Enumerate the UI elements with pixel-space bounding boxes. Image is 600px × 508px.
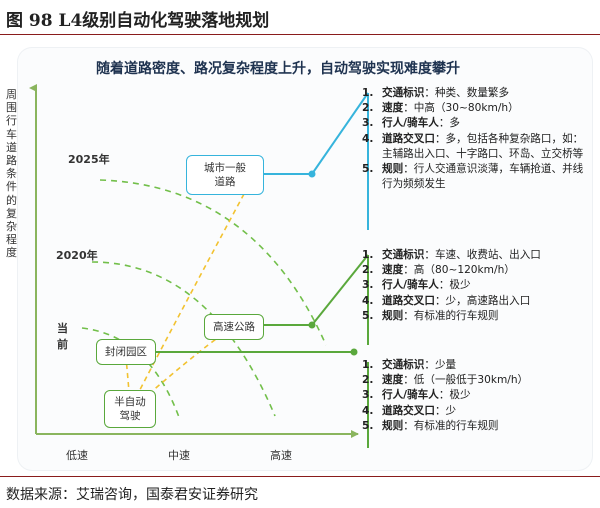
attr-highway-3: 3.行人/骑车人：极少 (362, 279, 471, 292)
attr-park-1: 1.交通标识：少量 (362, 359, 457, 371)
level-2025: 2025年 (68, 153, 110, 166)
y-axis-label: 周围行车道路条件的复杂程度 (6, 88, 17, 260)
level-now-line2: 前 (57, 338, 68, 351)
source-note: 数据来源：艾瑞咨询，国泰君安证券研究 (6, 487, 258, 503)
level-2020: 2020年 (56, 249, 98, 262)
attr-park-5: 5.规则：有标准的行车规则 (362, 419, 499, 432)
attr-highway-4: 4.道路交叉口：少，高速路出入口 (362, 294, 531, 307)
attribute-list-urban: 1.交通标识：种类、数量繁多 2.速度：中高（30~80km/h） 3.行人/骑… (362, 86, 590, 192)
attr-park-2: 2.速度：低（一般低于30km/h） (362, 374, 529, 387)
attribute-list-park: 1.交通标识：少量 2.速度：低（一般低于30km/h） 3.行人/骑车人：极少… (362, 358, 590, 434)
x-tick-mid: 中速 (168, 449, 190, 462)
attribute-list-highway: 1.交通标识：车速、收费站、出入口 2.速度：高（80~120km/h） 3.行… (362, 248, 590, 324)
figure-title: 图 98 L4级别自动化驾驶落地规划 (6, 11, 270, 31)
scenario-closed-park: 封闭园区 (96, 339, 156, 365)
attr-park-3: 3.行人/骑车人：极少 (362, 389, 471, 402)
level-now-line1: 当 (57, 322, 68, 335)
progress-curve-urban (131, 167, 259, 406)
attr-urban-5: 5.规则：行人交通意识淡薄，车辆抢道、并线行为频频发生 (362, 163, 584, 191)
attr-park-4: 4.道路交叉口：少 (362, 404, 457, 417)
attr-urban-2: 2.速度：中高（30~80km/h） (362, 102, 519, 115)
x-tick-high: 高速 (270, 449, 292, 462)
attr-urban-3: 3.行人/骑车人：多 (362, 117, 461, 130)
attr-urban-4: 4.道路交叉口：多，包括各种复杂路口，如：主辅路出入口、十字路口、环岛、立交桥等 (362, 132, 584, 160)
arc-now (81, 327, 181, 421)
scenario-highway: 高速公路 (204, 314, 264, 340)
diagram-headline: 随着道路密度、路况复杂程度上升，自动驾驶实现难度攀升 (96, 61, 460, 77)
attr-highway-5: 5.规则：有标准的行车规则 (362, 309, 499, 322)
arc-2025 (99, 179, 327, 346)
arc-2020 (91, 261, 276, 417)
source-rule (0, 476, 600, 477)
scenario-urban-road: 城市一般道路 (186, 155, 264, 195)
x-tick-low: 低速 (66, 449, 88, 462)
title-rule (0, 34, 600, 35)
attr-highway-1: 1.交通标识：车速、收费站、出入口 (362, 249, 541, 261)
attr-highway-2: 2.速度：高（80~120km/h） (362, 264, 515, 277)
attr-urban-1: 1.交通标识：种类、数量繁多 (362, 87, 510, 99)
scenario-semi-auto: 半自动驾驶 (104, 390, 156, 428)
